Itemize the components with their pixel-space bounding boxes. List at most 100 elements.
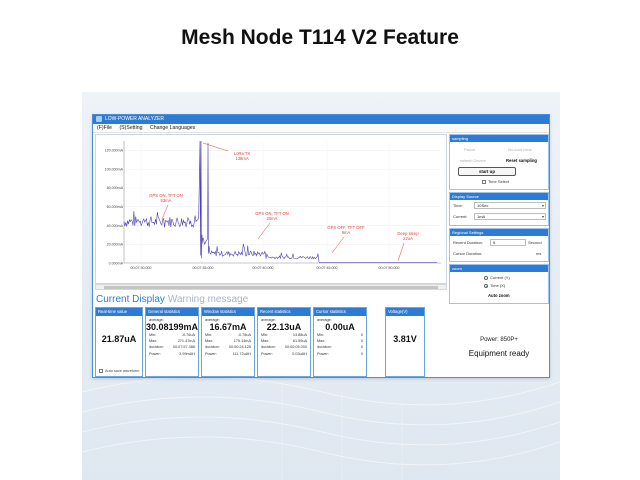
recent-stats-header: Recent statistics xyxy=(258,308,310,316)
stat-value: -0.76uA xyxy=(181,333,195,337)
stat-row: Min: -0.76uA xyxy=(202,332,254,338)
stat-value: 111.72uAH xyxy=(232,351,251,356)
y-tick-label: 20.000mA xyxy=(107,243,124,247)
recent-duration-unit: Second xyxy=(528,240,542,245)
annotation-pointer xyxy=(202,142,229,152)
stat-value: 00:00:05.000 xyxy=(284,345,307,350)
current-select[interactable]: 1mA▾ xyxy=(474,213,546,220)
menu-file[interactable]: (F)File xyxy=(97,125,112,131)
stat-row: Max: 175.14mA xyxy=(202,338,254,344)
waveform-line xyxy=(123,140,437,263)
stat-key: duration: xyxy=(261,345,276,350)
pause-button[interactable]: Pause xyxy=(464,147,476,152)
stat-value: 13.88uA xyxy=(292,333,307,337)
stat-row: Min:-0.76uA xyxy=(146,332,198,338)
stat-key: Min: xyxy=(205,333,213,337)
annotation-pointer xyxy=(161,204,169,220)
auto-zoom-button[interactable]: Auto zoom xyxy=(488,293,510,298)
time-select-option[interactable]: Time Select xyxy=(482,179,509,184)
page-headline: Mesh Node T114 V2 Feature xyxy=(181,26,459,49)
stat-value: 0 xyxy=(360,351,363,356)
time-select[interactable]: 10Sec▾ xyxy=(474,202,546,209)
refresh-device-button[interactable]: refresh Device xyxy=(460,158,486,163)
reset-sampling-button[interactable]: Reset sampling xyxy=(506,158,537,163)
y-tick-label: 0.000mA xyxy=(109,261,124,265)
recent-duration-input[interactable]: 5 xyxy=(490,239,526,246)
zoom-time-radio[interactable] xyxy=(484,283,488,288)
stat-key: Power: xyxy=(261,351,273,356)
regional-settings-panel: Regional Settings Recent Duration: 5 Sec… xyxy=(449,228,549,262)
stat-key: Min: xyxy=(317,333,325,337)
annotation-value: 22uA xyxy=(403,236,413,241)
stat-key: Power: xyxy=(317,351,329,356)
y-tick-label: 40.000mA xyxy=(107,224,124,228)
recent-avg-value: 22.13uA xyxy=(266,322,302,332)
general-stats-box: General statistics average: 30.08199mA M… xyxy=(145,307,199,377)
stat-row: duration: 00:00:05.000 xyxy=(258,344,310,350)
autosave-checkbox[interactable] xyxy=(99,369,103,373)
window-stats-box: Window statistics average: 16.67mA Min:-… xyxy=(201,307,255,377)
start-up-button[interactable]: start up xyxy=(458,167,516,176)
x-tick-label: 00:07:30.000 xyxy=(131,266,152,270)
time-select-value: 10Sec xyxy=(477,203,489,208)
realtime-header: Real-time value xyxy=(96,308,142,316)
stat-value: 0.03uAH xyxy=(292,351,307,356)
current-label: Current: xyxy=(453,214,468,219)
annotation-label: GPS ON, TFT ON xyxy=(255,211,289,216)
stat-value: 0 xyxy=(360,333,363,337)
x-tick-label: 00:07:40.000 xyxy=(253,266,274,270)
y-tick-label: 80.000mA xyxy=(107,186,124,190)
x-tick-label: 00:07:45.000 xyxy=(317,266,338,270)
window-titlebar: LOW-POWER ANALYZER xyxy=(93,115,549,124)
zoom-time-option[interactable]: Time (X) xyxy=(484,283,505,288)
stat-key: Power: xyxy=(205,351,217,356)
stat-value: -0.76uA xyxy=(237,333,251,337)
stat-key: duration: xyxy=(317,345,332,350)
annotation-pointer xyxy=(397,242,405,262)
stat-key: Max: xyxy=(205,339,214,344)
x-tick-label: 00:07:50.000 xyxy=(379,266,400,270)
stat-row: duration: 00:07:57.386 xyxy=(146,344,198,350)
stat-value: 175.14mA xyxy=(233,339,251,344)
no-load-clear-button[interactable]: No-load clear xyxy=(508,147,532,152)
annotation-label: Deep sleep xyxy=(397,231,419,236)
zoom-current-option[interactable]: Current (Y) xyxy=(484,275,510,280)
chevron-down-icon: ▾ xyxy=(541,214,544,219)
window-title: LOW-POWER ANALYZER xyxy=(105,116,164,122)
stat-row: Power: 0.03uAH xyxy=(258,351,310,357)
cursor-avg-value: 0.00uA xyxy=(325,322,355,332)
voltage-value: 3.81V xyxy=(393,334,417,344)
autosave-option[interactable]: Auto save waveform xyxy=(99,369,139,373)
annotation-label: LoRa TX xyxy=(234,151,251,156)
stat-key: Max: xyxy=(149,339,158,344)
menu-change-languages[interactable]: Change Languages xyxy=(149,125,196,131)
zoom-header: zoom xyxy=(450,265,548,272)
y-tick-label: 100.000mA xyxy=(105,167,124,171)
general-avg-label: average: xyxy=(149,318,164,322)
annotation-value: 9mA xyxy=(342,230,351,235)
voltage-box: Voltage(V) 3.81V xyxy=(385,307,425,377)
power-label: Power: 850P+ xyxy=(480,337,518,343)
time-select-checkbox[interactable] xyxy=(482,179,486,184)
zoom-current-radio[interactable] xyxy=(484,275,488,280)
chart-scrollbar[interactable] xyxy=(95,284,447,290)
waveform-svg: 120.000mA100.000mA80.000mA60.000mA40.000… xyxy=(105,140,441,270)
app-icon xyxy=(96,116,102,122)
tab-warning-message[interactable]: Warning message xyxy=(167,294,249,305)
regional-settings-header: Regional Settings xyxy=(450,229,548,236)
background-pattern xyxy=(82,376,560,480)
display-source-panel: Display Source Time: 10Sec▾ Current: 1mA… xyxy=(449,192,549,226)
menu-setting[interactable]: (S)Setting xyxy=(119,125,143,131)
scrollbar-thumb[interactable] xyxy=(104,286,438,289)
stat-row: Power:3.99mAH xyxy=(146,351,198,357)
cursor-stats-box: Cursor statistics average: 0.00uA Min:0 … xyxy=(313,307,367,377)
stat-key: duration: xyxy=(149,345,164,350)
tab-current-display[interactable]: Current Display xyxy=(96,294,165,305)
stat-key: duration: xyxy=(205,345,220,350)
cursor-stats-header: Cursor statistics xyxy=(314,308,366,316)
annotation-label: GPS ON, TFT ON xyxy=(149,193,183,198)
stat-value: 00:07:57.386 xyxy=(172,345,195,350)
window-avg-value: 16.67mA xyxy=(209,322,247,332)
